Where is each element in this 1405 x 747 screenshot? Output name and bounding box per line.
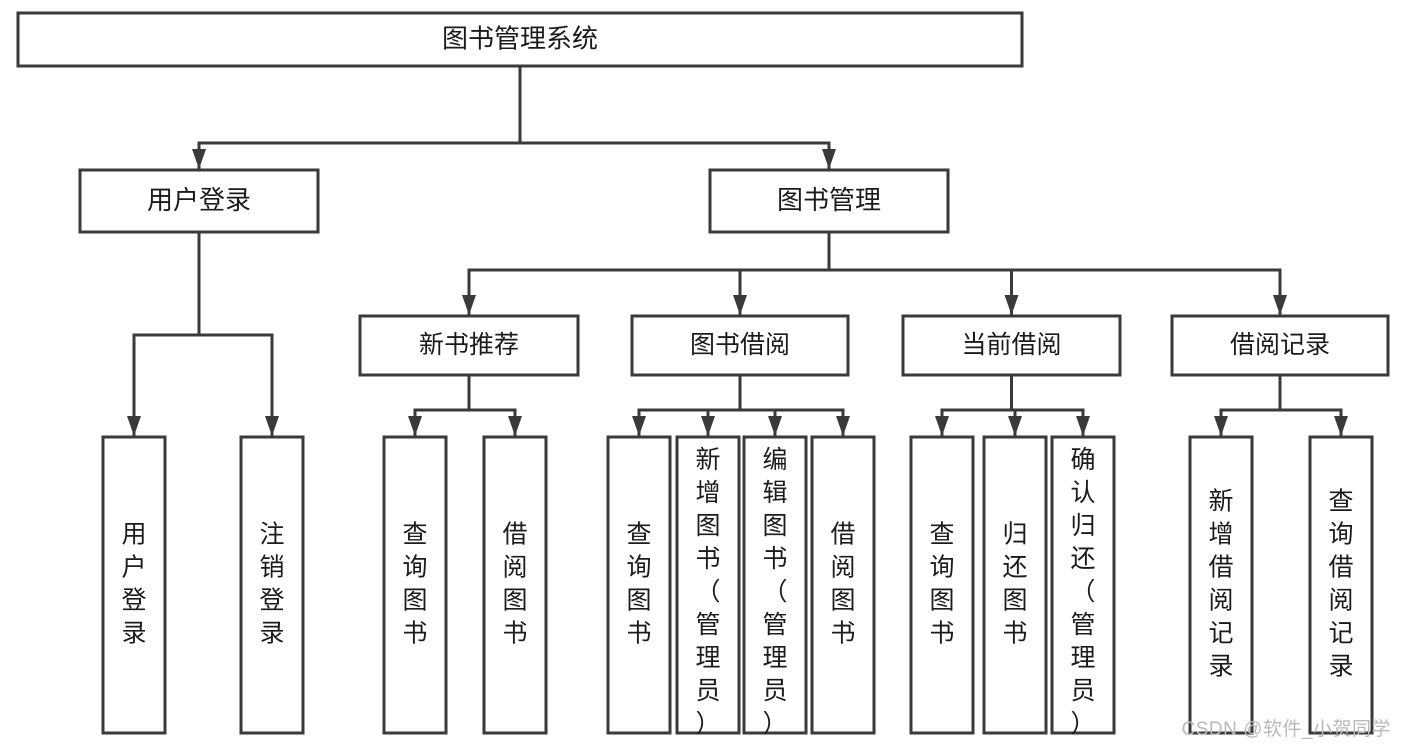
node-level2-1[interactable]: 图书管理 bbox=[708, 168, 950, 234]
node-leaf-0[interactable]: 用户登录 bbox=[101, 435, 167, 735]
arrow-to-level3-1 bbox=[733, 295, 747, 315]
node-leaf-11[interactable]: 新增借阅记录 bbox=[1188, 435, 1254, 735]
arrow-to-leaf-newbook-0 bbox=[408, 416, 422, 436]
arrow-to-level3-0 bbox=[462, 295, 476, 315]
node-leaf-11-label: 新增借阅记录 bbox=[1208, 487, 1233, 680]
node-leaf-3-rect[interactable] bbox=[482, 435, 548, 735]
node-level2-0[interactable]: 用户登录 bbox=[78, 168, 320, 234]
node-leaf-2[interactable]: 查询图书 bbox=[382, 435, 448, 735]
node-layer: 图书管理系统用户登录图书管理新书推荐图书借阅当前借阅借阅记录用户登录注销登录查询… bbox=[16, 11, 1390, 738]
node-leaf-1[interactable]: 注销登录 bbox=[239, 435, 305, 735]
node-level2-1-label: 图书管理 bbox=[777, 185, 881, 215]
node-level3-3[interactable]: 借阅记录 bbox=[1170, 314, 1390, 377]
node-level3-1[interactable]: 图书借阅 bbox=[630, 314, 850, 377]
edge-layer bbox=[127, 64, 1348, 437]
node-leaf-9-rect[interactable] bbox=[982, 435, 1048, 735]
arrow-to-level3-2 bbox=[1004, 295, 1019, 315]
node-leaf-12-rect[interactable] bbox=[1308, 435, 1374, 735]
arrow-to-leaf-newbook-1 bbox=[508, 416, 522, 436]
node-leaf-2-label: 查询图书 bbox=[402, 520, 427, 647]
arrow-to-leaf-current-2 bbox=[1076, 416, 1090, 436]
arrow-to-leaf-borrow-1 bbox=[701, 416, 715, 436]
arrow-to-leaf-current-1 bbox=[1008, 416, 1022, 436]
node-level3-2-rect[interactable] bbox=[901, 314, 1122, 377]
node-leaf-1-rect[interactable] bbox=[239, 435, 305, 735]
node-leaf-4-label: 查询图书 bbox=[626, 520, 651, 647]
node-level3-0-label: 新书推荐 bbox=[419, 331, 519, 359]
node-root-rect[interactable] bbox=[16, 11, 1024, 68]
node-leaf-5[interactable]: 新增图书（管理员） bbox=[675, 435, 741, 738]
arrow-to-leaf-record-1 bbox=[1334, 416, 1348, 436]
node-leaf-10-label: 确认归还（管理员） bbox=[1070, 446, 1095, 738]
arrow-to-level2-1 bbox=[822, 149, 836, 169]
node-leaf-8[interactable]: 查询图书 bbox=[909, 435, 975, 735]
node-leaf-12-label: 查询借阅记录 bbox=[1328, 487, 1353, 680]
node-leaf-1-label: 注销登录 bbox=[259, 520, 284, 647]
node-leaf-9[interactable]: 归还图书 bbox=[982, 435, 1048, 735]
node-root-label: 图书管理系统 bbox=[442, 23, 598, 53]
csdn-watermark: CSDN @软件_小贺同学 bbox=[1181, 719, 1391, 740]
node-level3-0-rect[interactable] bbox=[358, 314, 580, 377]
node-leaf-10[interactable]: 确认归还（管理员） bbox=[1050, 435, 1116, 738]
node-level2-0-label: 用户登录 bbox=[147, 185, 251, 215]
node-leaf-6[interactable]: 编辑图书（管理员） bbox=[742, 435, 808, 738]
node-level3-1-rect[interactable] bbox=[630, 314, 850, 377]
node-leaf-3[interactable]: 借阅图书 bbox=[482, 435, 548, 735]
node-root[interactable]: 图书管理系统 bbox=[16, 11, 1024, 68]
node-leaf-4[interactable]: 查询图书 bbox=[606, 435, 672, 735]
arrow-to-leaf-borrow-3 bbox=[836, 416, 850, 436]
node-level2-0-rect[interactable] bbox=[78, 168, 320, 234]
node-leaf-7-label: 借阅图书 bbox=[830, 520, 855, 647]
node-level3-1-label: 图书借阅 bbox=[690, 331, 790, 359]
arrow-to-leaf-borrow-0 bbox=[632, 416, 646, 436]
node-leaf-6-rect[interactable] bbox=[742, 435, 808, 735]
node-level2-1-rect[interactable] bbox=[708, 168, 950, 234]
node-leaf-8-label: 查询图书 bbox=[929, 520, 954, 647]
arrow-to-leaf-current-0 bbox=[935, 416, 949, 436]
node-leaf-9-label: 归还图书 bbox=[1002, 520, 1027, 647]
node-level3-3-rect[interactable] bbox=[1170, 314, 1390, 377]
arrow-to-leaf-login-1 bbox=[265, 416, 279, 436]
node-leaf-5-label: 新增图书（管理员） bbox=[695, 446, 720, 738]
arrow-to-level3-3 bbox=[1273, 295, 1287, 315]
node-leaf-10-rect[interactable] bbox=[1050, 435, 1116, 735]
arrow-to-leaf-borrow-2 bbox=[768, 416, 782, 436]
node-leaf-12[interactable]: 查询借阅记录 bbox=[1308, 435, 1374, 735]
node-leaf-2-rect[interactable] bbox=[382, 435, 448, 735]
node-level3-0[interactable]: 新书推荐 bbox=[358, 314, 580, 377]
node-leaf-3-label: 借阅图书 bbox=[502, 520, 527, 647]
node-leaf-7-rect[interactable] bbox=[810, 435, 876, 735]
arrow-to-leaf-record-0 bbox=[1214, 416, 1228, 436]
arrow-to-leaf-login-0 bbox=[127, 416, 141, 436]
node-leaf-4-rect[interactable] bbox=[606, 435, 672, 735]
node-leaf-7[interactable]: 借阅图书 bbox=[810, 435, 876, 735]
node-leaf-0-label: 用户登录 bbox=[121, 520, 146, 647]
node-leaf-11-rect[interactable] bbox=[1188, 435, 1254, 735]
node-leaf-0-rect[interactable] bbox=[101, 435, 167, 735]
node-level3-2[interactable]: 当前借阅 bbox=[901, 314, 1122, 377]
node-leaf-8-rect[interactable] bbox=[909, 435, 975, 735]
node-level3-2-label: 当前借阅 bbox=[961, 331, 1061, 359]
node-leaf-6-label: 编辑图书（管理员） bbox=[762, 446, 787, 738]
arrow-to-level2-0 bbox=[192, 149, 206, 169]
node-leaf-5-rect[interactable] bbox=[675, 435, 741, 735]
node-level3-3-label: 借阅记录 bbox=[1230, 331, 1330, 359]
